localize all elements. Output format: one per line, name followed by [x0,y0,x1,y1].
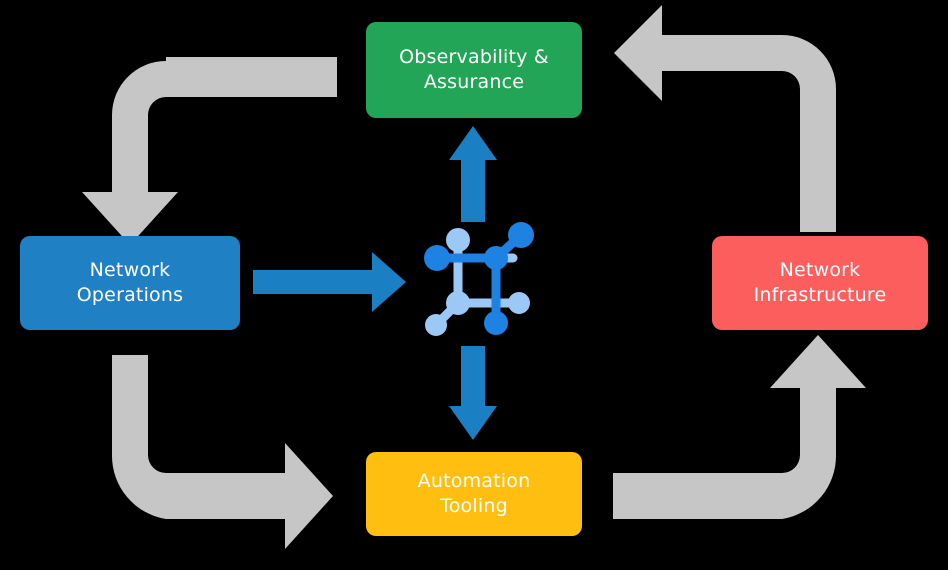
network-topology-icon [424,222,534,336]
node-network-operations[interactable]: Network Operations [20,236,240,330]
arrow-center-to-automation [449,346,497,440]
arrow-center-to-observability [449,126,497,222]
arrow-observability-to-operations [82,57,337,245]
node-observability-assurance[interactable]: Observability & Assurance [366,22,582,118]
node-operations-label: Network Operations [76,259,184,306]
network-icon-primary-nodes [424,222,534,335]
node-observability-label: Observability & Assurance [399,46,549,93]
node-automation-label: Automation Tooling [417,470,531,517]
arrow-operations-to-center [253,252,406,312]
node-network-infrastructure[interactable]: Network Infrastructure [712,236,928,330]
arrow-automation-to-infrastructure [613,335,866,519]
arrow-infrastructure-to-observability [614,5,836,232]
node-automation-tooling[interactable]: Automation Tooling [366,452,582,536]
network-icon-secondary-nodes [425,228,530,336]
arrow-operations-to-automation [111,355,334,549]
node-infrastructure-label: Network Infrastructure [753,259,887,306]
